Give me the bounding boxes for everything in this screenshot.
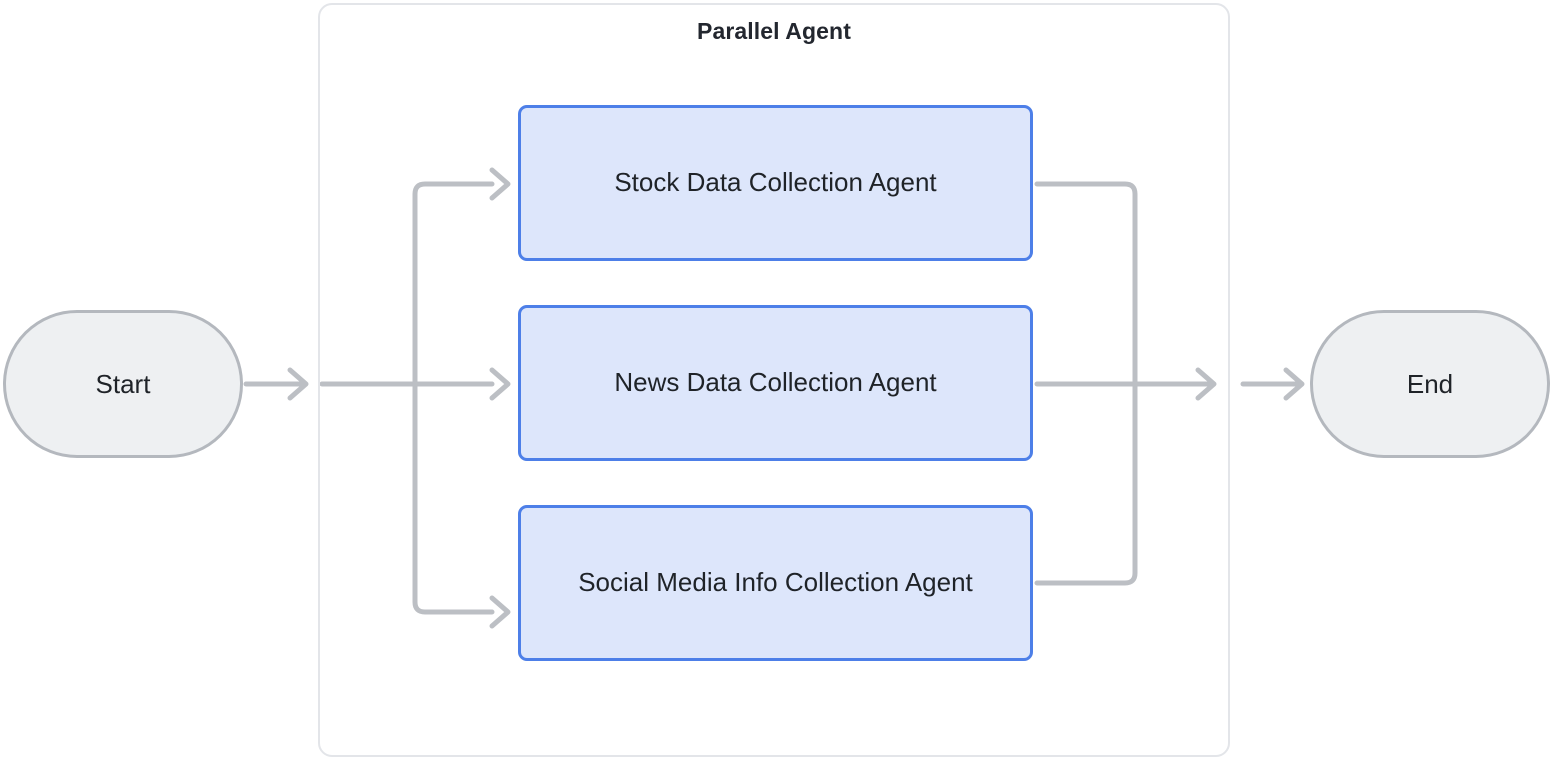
node-news-data-collection-agent[interactable]: News Data Collection Agent [518, 305, 1033, 461]
node-label: End [1406, 368, 1454, 399]
arrowhead-group-to-end [1283, 367, 1305, 401]
parallel-agent-group-title: Parallel Agent [697, 18, 851, 44]
node-label: Stock Data Collection Agent [614, 167, 937, 198]
node-label: Start [95, 368, 151, 399]
parallel-agent-group [318, 3, 1230, 757]
node-label: Social Media Info Collection Agent [578, 567, 973, 598]
node-label: News Data Collection Agent [614, 367, 937, 398]
arrowhead-start-to-group [287, 367, 309, 401]
node-start[interactable]: Start [3, 310, 243, 458]
node-social-media-info-collection-agent[interactable]: Social Media Info Collection Agent [518, 505, 1033, 661]
node-end[interactable]: End [1310, 310, 1550, 458]
node-stock-data-collection-agent[interactable]: Stock Data Collection Agent [518, 105, 1033, 261]
